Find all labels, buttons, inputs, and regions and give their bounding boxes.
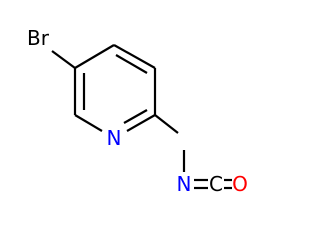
bond-c5-c4 (74, 44, 115, 69)
bond-c2-n1-inner (123, 109, 148, 124)
bond-n1-c6 (74, 114, 103, 132)
bond-c2-n1 (126, 114, 156, 132)
bond-c5-br (51, 50, 76, 69)
bond-c2-n-isocyanate (154, 114, 179, 134)
atom-isocyanate-carbon-label: C (209, 172, 223, 196)
bond-c4-c3-inner (115, 54, 148, 74)
molecule-structure: Br N N C O (27, 26, 248, 196)
atom-ring-nitrogen-label: N (107, 126, 122, 150)
atom-bromine-label: Br (27, 26, 50, 50)
bond-c4-c3 (113, 44, 156, 69)
atom-isocyanate-oxygen-label: O (232, 172, 248, 196)
atom-isocyanate-nitrogen-label: N (177, 172, 192, 196)
